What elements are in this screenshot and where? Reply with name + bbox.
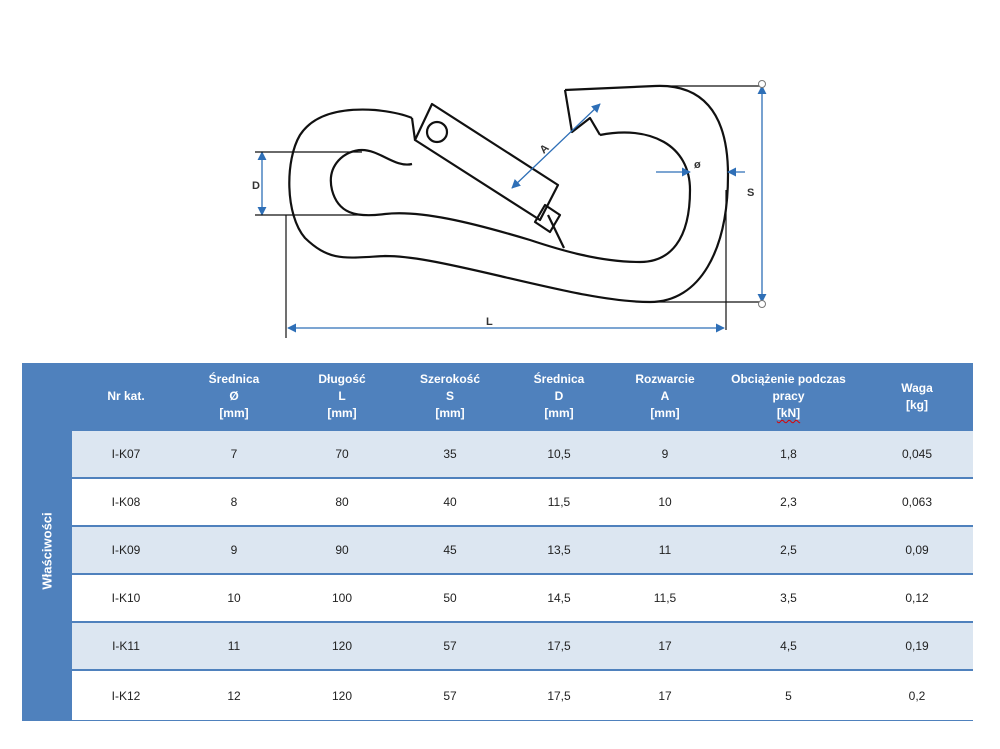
label-l: L — [486, 316, 493, 328]
table-cell: 14,5 — [547, 591, 571, 605]
header-nr-kat: Nr kat. — [107, 389, 145, 403]
table-cell: 2,3 — [780, 495, 797, 509]
table-cell: 9 — [230, 543, 238, 557]
cell-catalog-number: I-K07 — [111, 447, 141, 461]
table-cell: 17,5 — [547, 688, 571, 703]
table-cell: 80 — [335, 495, 349, 509]
cell-catalog-number: I-K10 — [111, 591, 141, 605]
table-cell: 0,09 — [905, 543, 929, 557]
cell-catalog-number: I-K12 — [111, 688, 141, 703]
table-cell: 11,5 — [653, 591, 677, 605]
table-cell: 11 — [658, 543, 672, 557]
table-cell: 10,5 — [547, 447, 571, 461]
table-cell: 5 — [785, 688, 792, 703]
label-a: A — [538, 142, 552, 156]
table-row: I-K11 11 120 57 17,5 17 4,5 0,19 — [72, 623, 973, 669]
table-cell: 100 — [331, 591, 353, 605]
table-cell: 35 — [443, 447, 457, 461]
table-row: I-K09 9 90 45 13,5 11 2,5 0,09 — [72, 527, 973, 573]
label-s: S — [747, 187, 754, 199]
table-cell: 11 — [227, 639, 241, 653]
table-cell: 120 — [331, 688, 353, 703]
table-row: I-K07 7 70 35 10,5 9 1,8 0,045 — [72, 431, 973, 477]
table-cell: 0,045 — [901, 447, 933, 461]
table-cell: 50 — [443, 591, 457, 605]
cell-catalog-number: I-K09 — [111, 543, 141, 557]
table-cell: 90 — [335, 543, 349, 557]
table-cell: 17 — [658, 688, 672, 703]
table-cell: 10 — [658, 495, 672, 509]
header-waga: Waga[kg] — [901, 380, 933, 412]
label-d: D — [252, 180, 260, 192]
table-cell: 40 — [443, 495, 457, 509]
table-cell: 11,5 — [547, 495, 571, 509]
table-cell: 8 — [230, 495, 238, 509]
table-cell: 0,063 — [901, 495, 933, 509]
table-cell: 45 — [443, 543, 457, 557]
table-row: I-K10 10 100 50 14,5 11,5 3,5 0,12 — [72, 575, 973, 621]
hook-outline — [288, 84, 730, 304]
side-band: Właściwości — [22, 363, 72, 721]
dimension-lines — [255, 85, 767, 338]
table-cell: 4,5 — [780, 639, 797, 653]
table-cell: 17,5 — [547, 639, 571, 653]
table-cell: 120 — [331, 639, 353, 653]
table-cell: 0,2 — [908, 688, 926, 703]
label-diameter: ø — [694, 159, 701, 171]
table-cell: 57 — [443, 639, 457, 653]
table-cell: 7 — [230, 447, 238, 461]
table-cell: 3,5 — [780, 591, 797, 605]
table-cell: 70 — [335, 447, 349, 461]
table-cell: 57 — [443, 688, 457, 703]
table-cell: 12 — [227, 688, 241, 703]
cell-catalog-number: I-K11 — [112, 639, 140, 653]
side-label: Właściwości — [39, 512, 55, 590]
table-row: I-K12 12 120 57 17,5 17 5 0,2 — [72, 671, 973, 720]
table-cell: 17 — [658, 639, 672, 653]
cell-catalog-number: I-K08 — [111, 495, 141, 509]
table-cell: 10 — [227, 591, 241, 605]
table-cell: 2,5 — [780, 543, 797, 557]
table-cell: 13,5 — [547, 543, 571, 557]
s-bottom-dot-icon — [758, 300, 766, 308]
s-top-dot-icon — [758, 80, 766, 88]
table-cell: 1,8 — [780, 447, 797, 461]
snap-hook-diagram: D A ø S L — [252, 80, 767, 338]
table-cell: 0,12 — [905, 591, 929, 605]
table-cell: 9 — [661, 447, 669, 461]
table-row: I-K08 8 80 40 11,5 10 2,3 0,063 — [72, 479, 973, 525]
table-cell: 0,19 — [905, 639, 929, 653]
